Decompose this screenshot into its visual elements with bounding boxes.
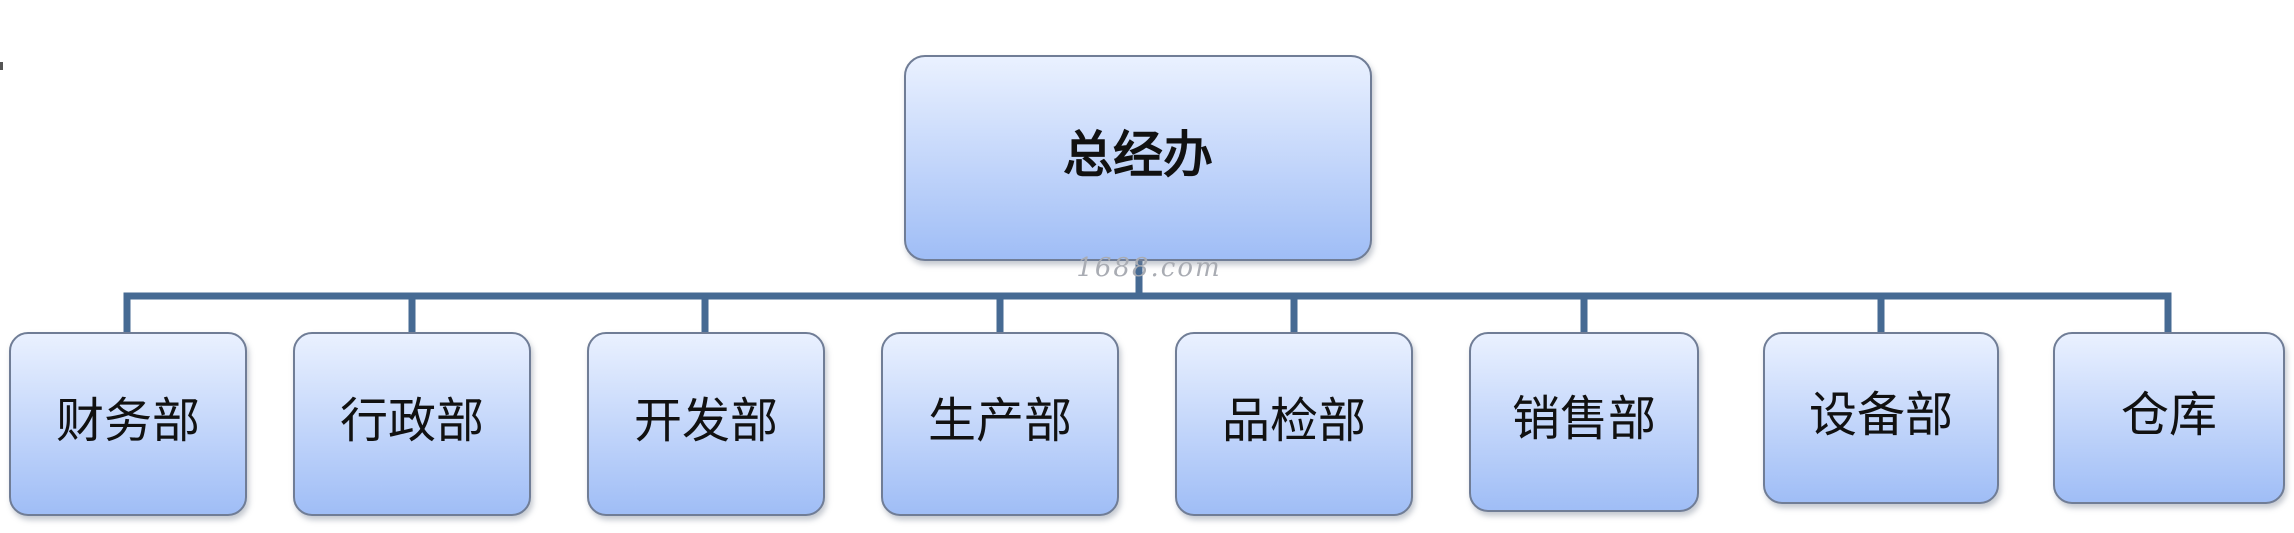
node-child-box: [2053, 332, 2285, 504]
node-child-label: 仓库: [2121, 387, 2217, 443]
child-nodes: 财务部 行政部 开发部 生产部 品检部 销售部 设备部 仓库: [9, 332, 2285, 516]
node-child-box: [587, 332, 825, 516]
connectors: [123, 252, 2172, 339]
node-child-7[interactable]: 设备部: [1763, 332, 1999, 504]
node-child-label: 品检部: [1222, 393, 1366, 449]
node-root-box: [904, 55, 1372, 261]
node-child-6[interactable]: 销售部: [1469, 332, 1699, 512]
node-root[interactable]: 总经办: [904, 55, 1372, 261]
node-child-1[interactable]: 财务部: [9, 332, 247, 516]
node-child-box: [1469, 332, 1699, 512]
node-child-label: 销售部: [1512, 391, 1656, 447]
node-child-box: [1175, 332, 1413, 516]
node-child-label: 财务部: [56, 393, 200, 449]
edge-mark: [0, 62, 3, 70]
node-child-label: 开发部: [634, 393, 778, 449]
node-child-label: 行政部: [340, 393, 484, 449]
node-child-box: [881, 332, 1119, 516]
node-child-label: 设备部: [1809, 387, 1953, 443]
node-child-label: 生产部: [928, 393, 1072, 449]
node-child-box: [9, 332, 247, 516]
node-child-8[interactable]: 仓库: [2053, 332, 2285, 504]
node-child-4[interactable]: 生产部: [881, 332, 1119, 516]
node-child-box: [1763, 332, 1999, 504]
node-child-3[interactable]: 开发部: [587, 332, 825, 516]
node-child-5[interactable]: 品检部: [1175, 332, 1413, 516]
node-child-2[interactable]: 行政部: [293, 332, 531, 516]
node-child-box: [293, 332, 531, 516]
watermark: 1688.com: [1076, 253, 1221, 283]
node-root-label: 总经办: [1063, 126, 1213, 184]
